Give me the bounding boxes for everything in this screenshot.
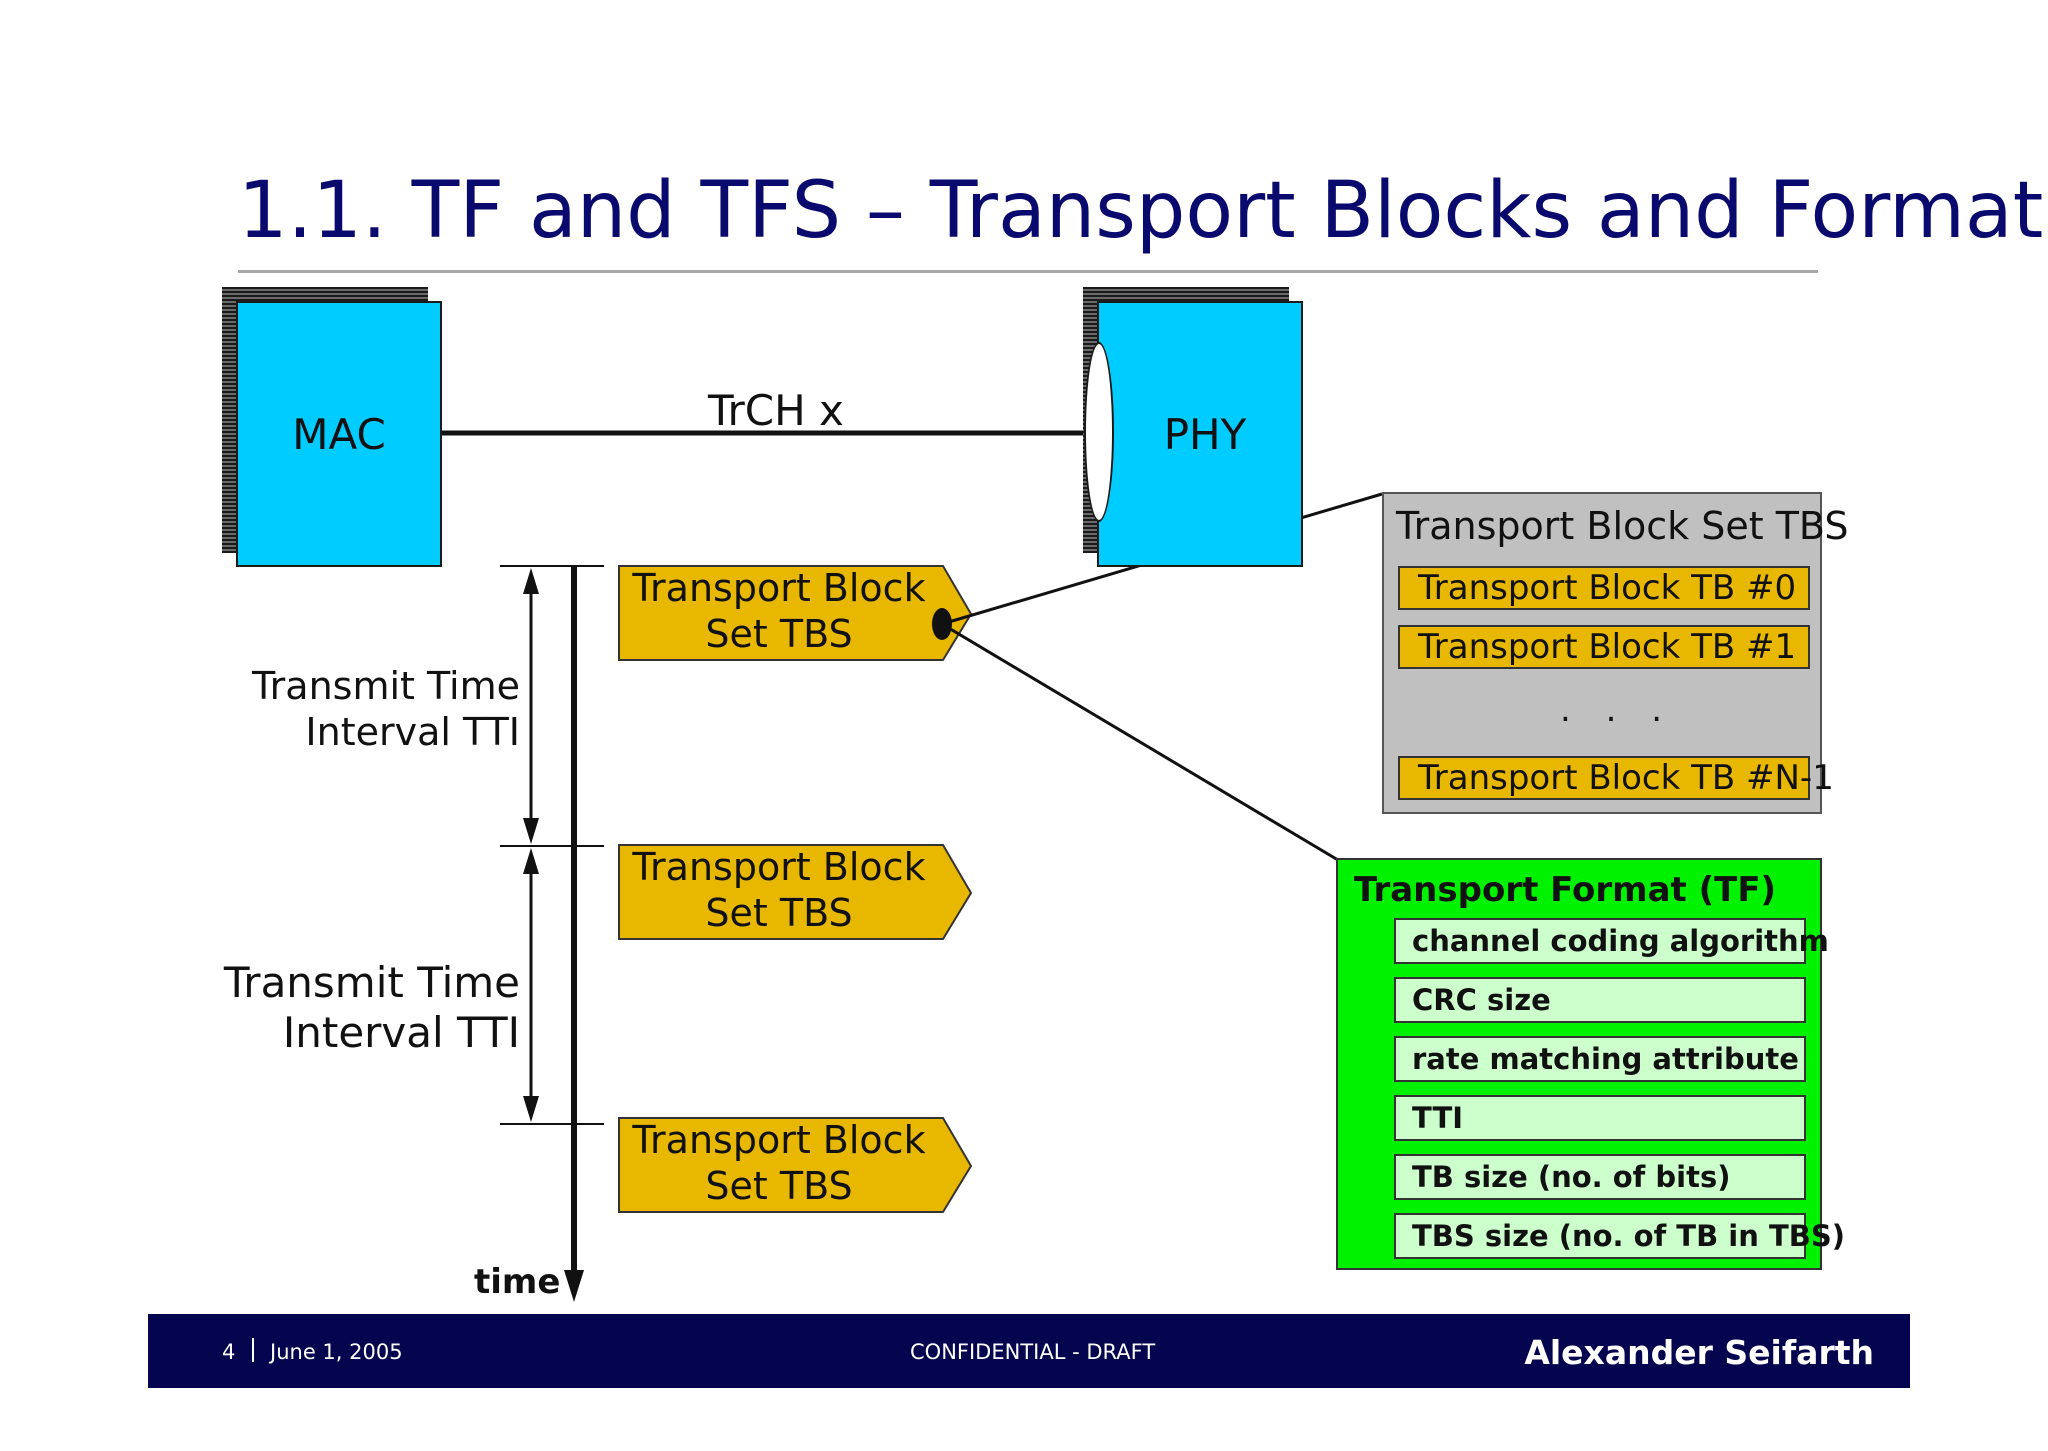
tb-row: Transport Block TB #N-1 (1398, 756, 1834, 800)
callout-line-to-tf-panel (941, 622, 1339, 862)
tb-row: Transport Block TB #0 (1398, 566, 1810, 610)
tf-attribute-row: rate matching attribute (1394, 1036, 1806, 1082)
timeline-arrowhead (564, 1270, 584, 1302)
tti-dimension-1-arrow-up (523, 568, 539, 594)
time-axis-label: time (474, 1262, 561, 1302)
footer-confidential-note: CONFIDENTIAL - DRAFT (910, 1340, 1156, 1364)
tf-attribute-row: CRC size (1394, 977, 1806, 1023)
tf-panel-title: Transport Format (TF) (1354, 870, 1777, 910)
tti-label-first-line1: Transmit Time (252, 664, 520, 708)
tti-dimension-2-arrow-up (523, 848, 539, 874)
page-title: 1.1. TF and TFS – Transport Blocks and F… (238, 166, 2044, 256)
tbs-tag-shape-1 (618, 565, 973, 661)
tti-label-first-line2: Interval TTI (305, 709, 520, 754)
tbs-panel-title: Transport Block Set TBS (1396, 504, 1849, 548)
footer-page-number: 4 (222, 1340, 236, 1364)
tbs-tag-second: Transport Block Set TBS (616, 843, 970, 939)
phy-port-ellipse (1084, 342, 1114, 522)
tf-attribute-row: channel coding algorithm (1394, 918, 1829, 964)
tbs-tag-third-line1: Transport Block (632, 1118, 926, 1163)
tbs-tag-second-line1: Transport Block (632, 845, 926, 890)
tti-label-second-line2: Interval TTI (282, 1008, 520, 1058)
phy-label: PHY (1163, 409, 1247, 459)
mac-label: MAC (292, 409, 386, 459)
tf-attribute-row: TTI (1394, 1095, 1806, 1141)
footer-bar (148, 1314, 1910, 1388)
tti-dimension-1-arrow-down (523, 818, 539, 844)
phy-block: PHY (1097, 301, 1303, 567)
footer-date: June 1, 2005 (270, 1340, 403, 1364)
tbs-tag-first-line2: Set TBS (705, 612, 853, 656)
channel-label: TrCH x (708, 386, 844, 435)
tti-label-second-line1: Transmit Time (223, 958, 520, 1007)
tbs-tag-first-line1: Transport Block (632, 566, 926, 611)
callout-anchor-dot (932, 608, 952, 640)
tf-attribute-row: TB size (no. of bits) (1394, 1154, 1806, 1200)
tti-label-first: Transmit Time Interval TTI (252, 664, 520, 755)
tbs-tag-shape-2 (618, 844, 973, 940)
footer-separator (252, 1338, 254, 1362)
footer-author: Alexander Seifarth (1524, 1333, 1874, 1372)
tti-dimension-2-arrow-down (523, 1096, 539, 1122)
tb-row: Transport Block TB #1 (1398, 625, 1810, 669)
tbs-tag-first: Transport Block Set TBS (616, 564, 970, 660)
title-divider (238, 270, 1818, 273)
tbs-tag-third-line2: Set TBS (705, 1164, 853, 1208)
tbs-tag-second-line2: Set TBS (705, 891, 853, 935)
tbs-tag-third: Transport Block Set TBS (616, 1116, 970, 1212)
mac-block: MAC (236, 301, 442, 567)
tbs-ellipsis: . . . (1560, 690, 1675, 730)
tbs-tag-shape-3 (618, 1117, 973, 1213)
tti-label-second: Transmit Time Interval TTI (224, 958, 520, 1059)
tf-attribute-row: TBS size (no. of TB in TBS) (1394, 1213, 1845, 1259)
